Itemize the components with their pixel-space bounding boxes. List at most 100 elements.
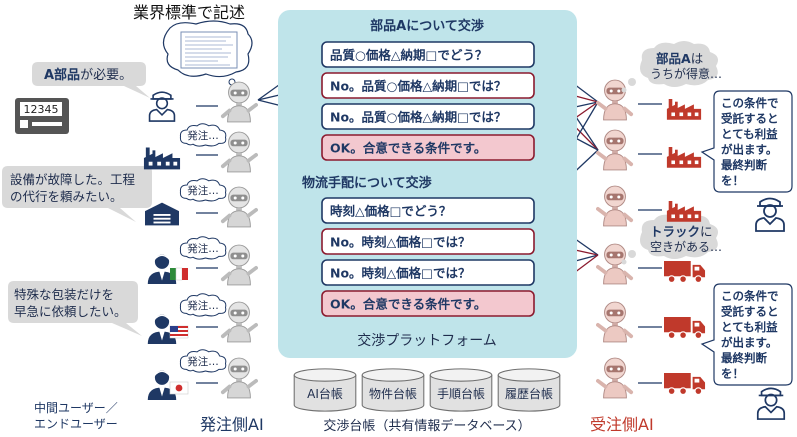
profit-callout-line: 最終判断: [721, 351, 767, 365]
good-at-parts-text2: うちが得意…: [650, 66, 722, 81]
profit-callout-line: 最終判断: [721, 158, 767, 172]
message-text: No。時刻△価格□では？: [330, 235, 470, 250]
contractor-ai-label: 受注側AI: [590, 415, 654, 434]
ordering-bubble-text: 発注…: [187, 299, 219, 312]
ledger-caption: 交渉台帳（共有情報データベース）: [323, 418, 530, 434]
left-caption-line1: 中間ユーザー／: [34, 400, 118, 415]
user-ai-dashes: [196, 105, 218, 384]
message-box: No。品質○価格△納期□では？: [321, 103, 535, 130]
robot-ai-icon: [596, 242, 634, 286]
profit-callout-line: が出ます。: [721, 336, 777, 350]
robot-ai-icon: [220, 130, 258, 174]
good-at-parts-highlight: 部品A: [656, 51, 691, 66]
ledger-label: 物件台帳: [369, 386, 417, 401]
italy-flag-icon: [170, 267, 188, 281]
ordering-bubble-text: 発注…: [187, 129, 219, 142]
person-icon: [755, 197, 785, 232]
svg-text:トラックに: トラックに: [650, 224, 713, 239]
packaging-bubble: 特殊な包装だけを 早急に依頼したい。: [8, 281, 142, 336]
need-parts-highlight: A部品: [44, 67, 80, 83]
message-box: 品質○価格△納期□でどう？: [321, 41, 535, 68]
equipment-failure-bubble: 設備が故障した。工程 の代行を頼みたい。: [2, 166, 152, 222]
message-text: OK。合意できる条件です。: [330, 141, 486, 156]
profit-callout-line: が出ます。: [721, 143, 777, 157]
database-cylinder-icon: 物件台帳: [361, 368, 425, 412]
message-list: 品質○価格△納期□でどう？ No。品質○価格△納期□では？ No。品質○価格△納期□…: [321, 41, 535, 317]
truck-icon: [664, 316, 706, 339]
ordering-bubble: 発注…: [179, 123, 227, 147]
ai-contractor-dashes: [638, 103, 662, 384]
message-text: OK。合意できる条件です。: [330, 297, 486, 312]
profit-callout-line: を！: [721, 174, 744, 188]
database-cylinder-icon: AI台帳: [293, 368, 357, 412]
section-title-parts: 部品Aについて交渉: [370, 18, 484, 34]
ledger-label: AI台帳: [307, 386, 343, 401]
failure-line1: 設備が故障した。工程: [10, 172, 136, 187]
ordering-bubble-text: 発注…: [187, 355, 219, 368]
message-box: 時刻△価格□でどう？: [321, 197, 535, 224]
robot-ai-icon: [596, 128, 634, 172]
factory-icon: [666, 147, 702, 168]
database-cylinder-icon: 履歴台帳: [497, 368, 561, 412]
message-text: 時刻△価格□でどう？: [330, 204, 451, 219]
factory-icon: [666, 99, 702, 120]
ledger-label: 履歴台帳: [505, 386, 553, 401]
message-text: No。時刻△価格□では？: [330, 266, 470, 281]
svg-text:A部品が必要。: A部品が必要。: [44, 67, 132, 83]
robot-ai-icon: [596, 356, 634, 400]
panel-device-icon: 12345: [15, 98, 69, 134]
need-parts-bubble: A部品が必要。: [32, 62, 150, 98]
ordering-bubble: 発注…: [179, 293, 227, 317]
ordering-bubble-text: 発注…: [187, 184, 219, 197]
message-text: 品質○価格△納期□でどう？: [330, 48, 487, 63]
profit-callout-line: この条件で: [721, 96, 779, 110]
robot-ai-icon: [220, 80, 258, 124]
person-icon: [756, 387, 786, 420]
ordering-bubble: 発注…: [179, 349, 227, 373]
packaging-line1: 特殊な包装だけを: [14, 287, 114, 302]
message-box: No。時刻△価格□では？: [321, 259, 535, 286]
profit-callout-line: この条件で: [721, 289, 779, 303]
message-box: OK。合意できる条件です。: [321, 290, 535, 317]
profit-callout-line: とても利益: [721, 320, 778, 334]
message-box: OK。合意できる条件です。: [321, 134, 535, 161]
message-box: No。品質○価格△納期□では？: [321, 72, 535, 99]
japan-flag-icon: [169, 381, 189, 395]
robot-ai-icon: [220, 300, 258, 344]
ordering-bubble: 発注…: [179, 178, 227, 202]
document-icon: [162, 20, 253, 93]
robot-ai-icon: [220, 243, 258, 287]
truck-text2: 空きがある…: [650, 239, 722, 254]
svg-text:部品Aは: 部品Aは: [656, 51, 703, 66]
profit-callout-line: とても利益: [721, 127, 778, 141]
truck-available-bubble: トラックに 空きがある…: [621, 213, 722, 265]
truck-icon: [664, 372, 706, 395]
robot-ai-icon: [220, 185, 258, 229]
contractor-ai-group: [596, 78, 634, 400]
section-title-logistics: 物流手配について交渉: [302, 175, 432, 191]
good-at-parts-bubble: 部品Aは うちが得意…: [621, 41, 722, 93]
left-caption-line2: エンドユーザー: [34, 417, 118, 431]
profit-callout-line: 受託すると: [721, 112, 779, 126]
truck-text1: に: [700, 224, 713, 239]
ledger-group: AI台帳 物件台帳手順台帳履歴台帳: [293, 368, 561, 412]
database-cylinder-icon: 手順台帳: [429, 368, 493, 412]
packaging-line2: 早急に依頼したい。: [14, 304, 127, 319]
message-text: No。品質○価格△納期□では？: [330, 79, 506, 94]
need-parts-text: が必要。: [80, 68, 132, 83]
message-text: No。品質○価格△納期□では？: [330, 110, 506, 125]
good-at-parts-text1: は: [691, 51, 704, 66]
factory-icon: [143, 147, 181, 170]
profit-callout-line: を！: [721, 367, 744, 381]
failure-line2: の代行を頼みたい。: [10, 189, 123, 204]
factory-icon: [666, 201, 702, 222]
person-icon: [148, 91, 176, 122]
usa-flag-icon: [169, 325, 189, 339]
ordering-ai-label: 発注側AI: [200, 415, 264, 434]
robot-ai-icon: [596, 184, 634, 228]
robot-ai-icon: [220, 356, 258, 400]
top-label: 業界標準で記述: [133, 3, 245, 22]
profit-callout-line: 受託すると: [721, 305, 779, 319]
